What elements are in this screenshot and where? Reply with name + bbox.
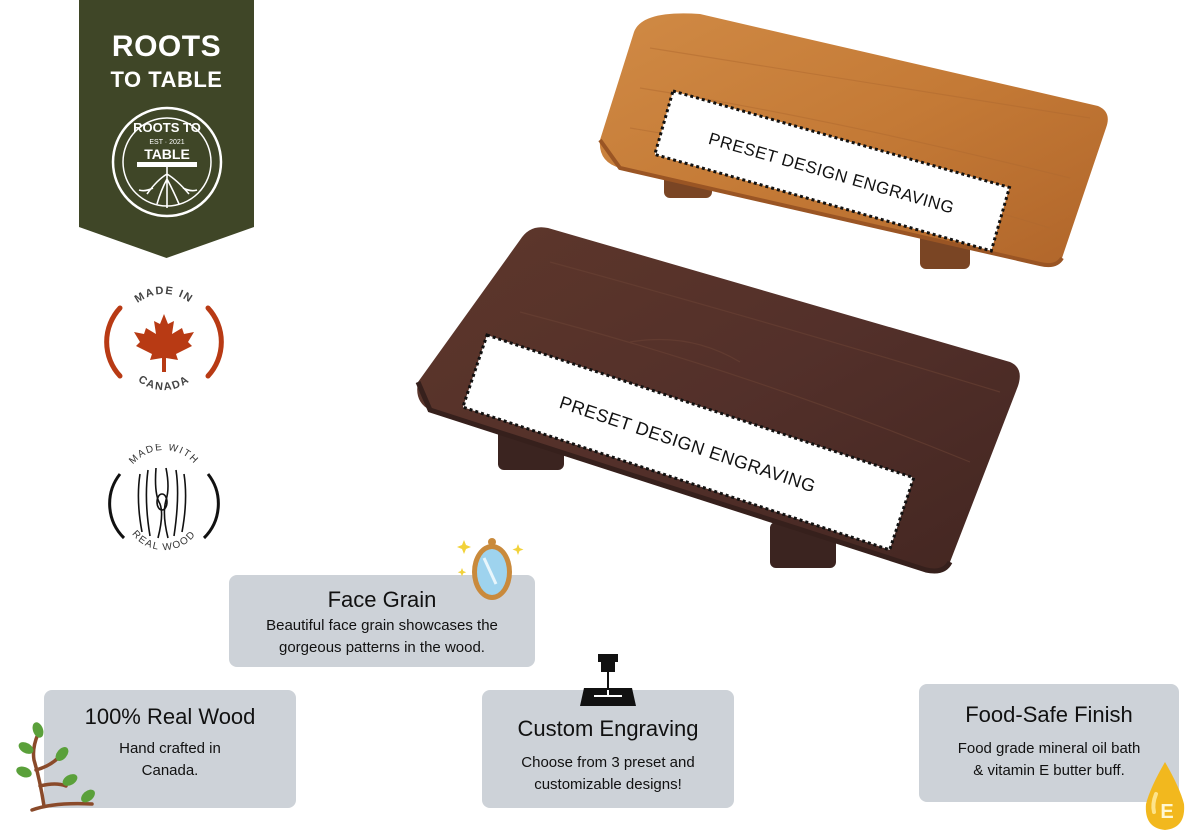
face-grain-desc-line2: gorgeous patterns in the wood. [279,639,485,656]
svg-text:REAL WOOD: REAL WOOD [130,529,199,554]
wood-badge-bottom: REAL WOOD [130,529,197,554]
brand-banner: ROOTS TO TABLE ROOTS TO EST · 2021 TABLE [79,0,254,258]
real-wood-card: 100% Real Wood Hand crafted in Canada. [44,690,296,808]
wood-badge-top: MADE WITH [127,444,199,467]
seal-table: TABLE [144,146,190,162]
made-with-real-wood-badge: MADE WITH REAL WOOD [108,444,220,554]
roots-seal-logo: ROOTS TO EST · 2021 TABLE [111,106,223,218]
wood-grain-icon [137,467,187,539]
food-safe-title: Food-Safe Finish [965,702,1133,727]
brand-name-line1: ROOTS [111,30,222,63]
food-safe-desc-line2: & vitamin E butter buff. [973,762,1125,779]
face-grain-desc-line1: Beautiful face grain showcases the [266,617,498,634]
custom-engraving-desc-line1: Choose from 3 preset and [521,754,695,771]
roots-icon [138,167,198,208]
branch-icon [16,722,95,812]
brand-name-line2: TO TABLE [110,67,223,92]
face-grain-title: Face Grain [327,587,437,612]
laser-engraver-icon [580,654,636,706]
maple-leaf-icon [134,314,194,372]
svg-text:MADE WITH: MADE WITH [127,444,200,467]
svg-text:MADE IN: MADE IN [133,286,196,306]
svg-text:CANADA: CANADA [136,373,192,393]
custom-engraving-card: Custom Engraving Choose from 3 preset an… [482,690,734,808]
real-wood-desc-line1: Hand crafted in [119,740,221,757]
food-safe-desc-line1: Food grade mineral oil bath [957,740,1141,757]
vitamin-e-drop-icon: E [1145,762,1185,830]
food-safe-card: Food-Safe Finish Food grade mineral oil … [919,684,1179,802]
custom-engraving-title: Custom Engraving [517,716,699,741]
canada-badge-top: MADE IN [133,286,194,306]
real-wood-desc-line2: Canada. [141,762,199,779]
made-in-canada-badge: MADE IN CANADA [104,286,224,393]
real-wood-title: 100% Real Wood [84,704,256,729]
seal-est: EST · 2021 [149,139,184,146]
vitamin-e-letter: E [1160,801,1173,823]
mirror-icon [457,538,524,600]
custom-engraving-desc-line2: customizable designs! [534,776,682,793]
light-wood-board-image: PRESET DESIGN ENGRAVING [598,13,1108,269]
canada-badge-bottom: CANADA [136,373,191,393]
seal-text: ROOTS TO [133,120,201,135]
dark-wood-board-image: PRESET DESIGN ENGRAVING [415,227,1020,574]
